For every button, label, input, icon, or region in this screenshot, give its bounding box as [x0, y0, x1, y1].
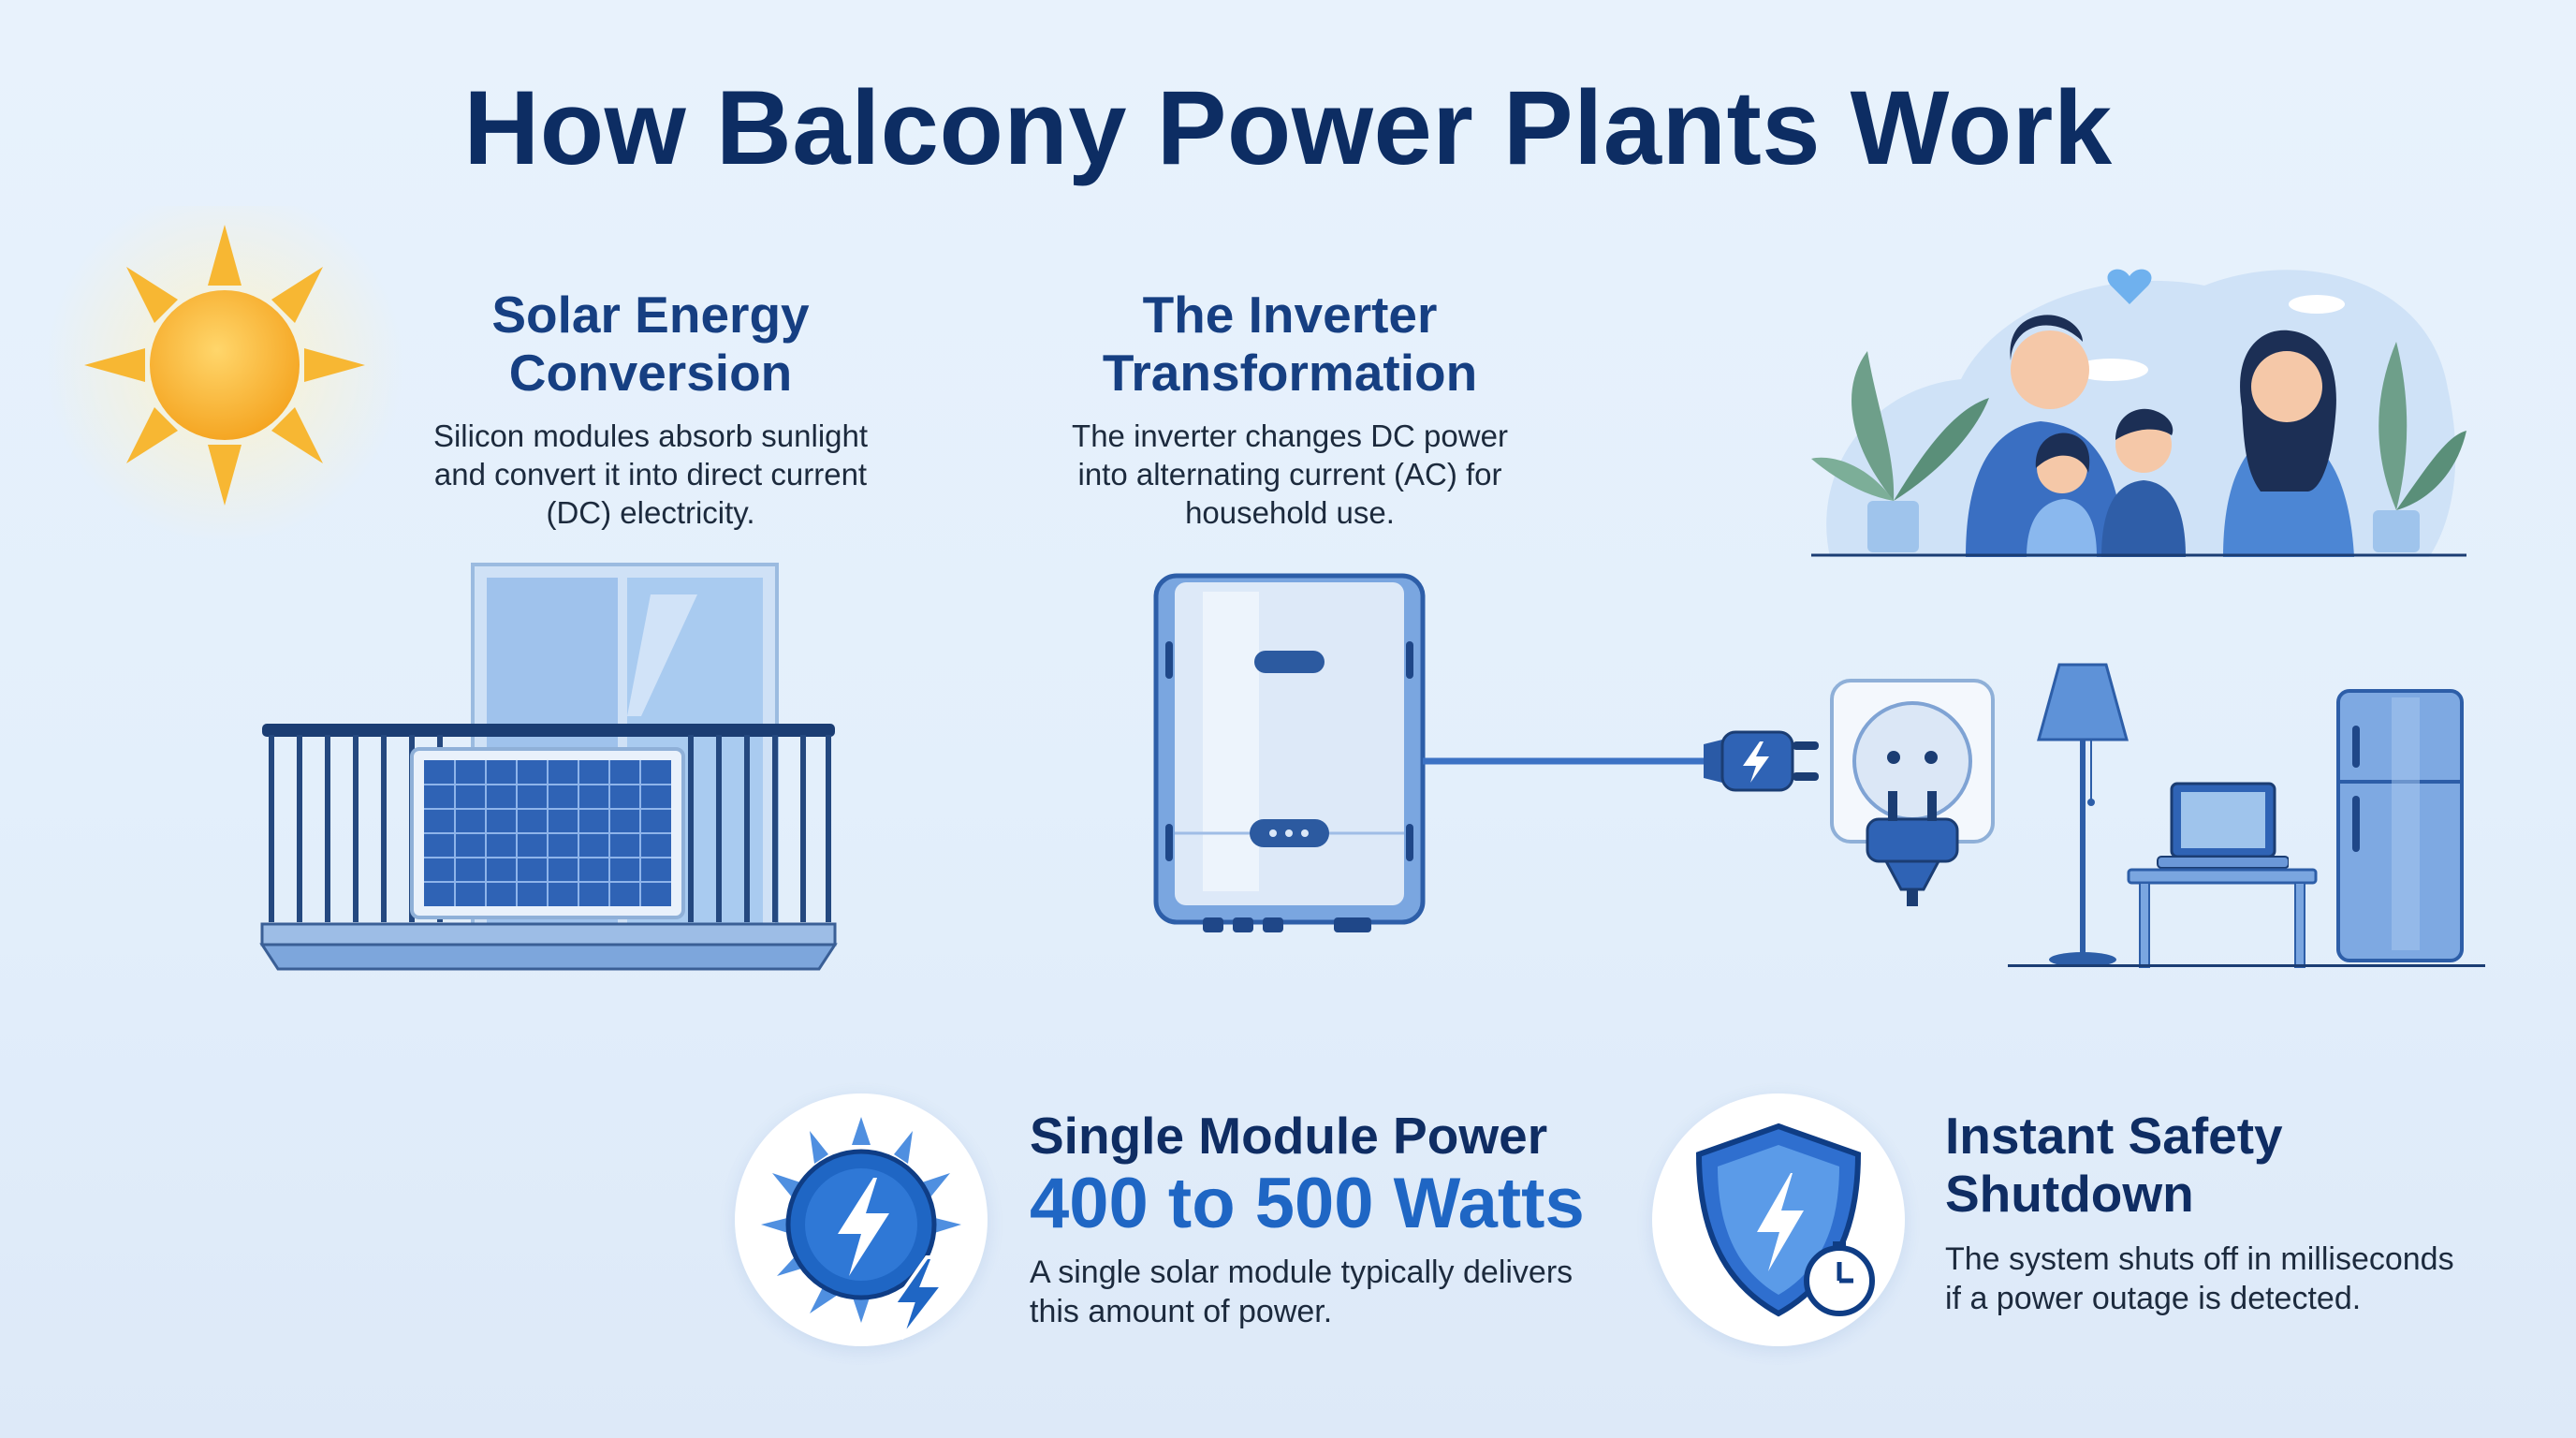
inverter-icon: [1147, 571, 1427, 936]
module-power-body-line2: this amount of power.: [1030, 1294, 1333, 1329]
laptop-icon: [2153, 779, 2289, 873]
lightning-sun-badge: [735, 1093, 988, 1346]
safety-title-line2: Shutdown: [1945, 1165, 2194, 1223]
inverter-title-line1: The Inverter: [1142, 286, 1438, 344]
solar-title-line2: Conversion: [508, 344, 793, 402]
solar-body-line1: Silicon modules absorb sunlight: [432, 418, 869, 453]
refrigerator-icon: [2335, 688, 2466, 964]
page-title: How Balcony Power Plants Work: [463, 69, 2113, 186]
family-illustration: [1811, 248, 2466, 562]
safety-body-line1: The system shuts off in milliseconds: [1945, 1241, 2454, 1277]
inverter-body-line2: into alternating current (AC) for: [1077, 457, 1502, 492]
module-power-title: Single Module Power: [1030, 1107, 1548, 1165]
safety-title-line1: Instant Safety: [1945, 1107, 2283, 1165]
safety-body-line2: if a power outage is detected.: [1945, 1281, 2362, 1316]
solar-body-line3: (DC) electricity.: [546, 495, 755, 530]
solar-body-line2: and convert it into direct current: [433, 457, 868, 492]
solar-title-line1: Solar Energy: [491, 286, 810, 344]
inverter-body-line3: household use.: [1185, 495, 1395, 530]
balcony-solar-panel-icon: [257, 557, 842, 978]
shield-timer-icon: [1695, 1123, 1875, 1317]
floor-lamp-icon: [2031, 660, 2134, 969]
module-power-value: 400 to 500 Watts: [1030, 1164, 1585, 1243]
wall-socket-icon: [1830, 679, 1998, 908]
sun-icon: [37, 206, 412, 580]
desk-icon: [2127, 868, 2319, 971]
lightning-sun-icon: [761, 1117, 961, 1341]
plug-icon: [1423, 721, 1821, 805]
inverter-title-line2: Transformation: [1102, 344, 1478, 402]
shield-timer-badge: [1652, 1093, 1905, 1346]
inverter-body-line1: The inverter changes DC power: [1072, 418, 1508, 453]
floor-line: [2008, 964, 2485, 967]
module-power-body-line1: A single solar module typically delivers: [1030, 1255, 1573, 1290]
